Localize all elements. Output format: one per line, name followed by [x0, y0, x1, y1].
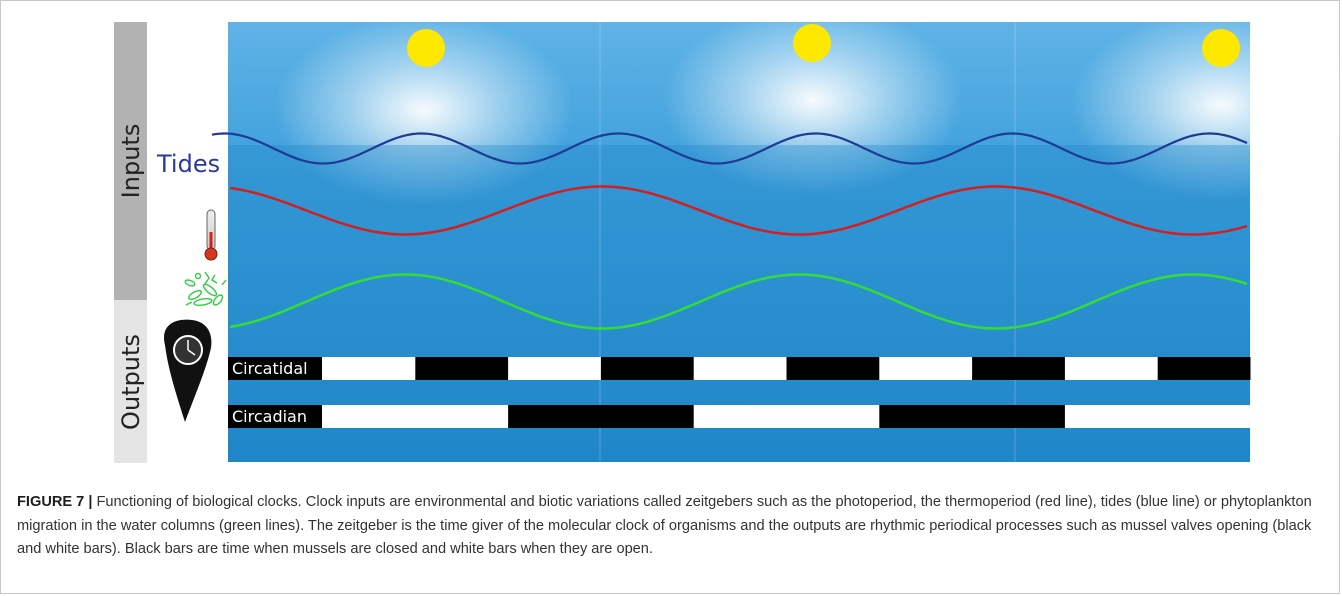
circadian-segment-closed	[878, 405, 1065, 428]
phytoplankton-line	[229, 273, 1248, 330]
sun-icon	[407, 29, 445, 67]
circadian-segment-open	[322, 405, 509, 428]
circatidal-segment-closed	[414, 357, 509, 380]
outputs-side-bar: Outputs	[114, 300, 147, 463]
mussel-clock-icon	[164, 319, 212, 422]
circatidal-segment-open	[878, 357, 973, 380]
sun-icon	[1202, 29, 1240, 67]
thermometer-icon	[204, 209, 218, 261]
figure-caption-text: Functioning of biological clocks. Clock …	[17, 494, 1312, 557]
circadian-segment-open	[1064, 405, 1251, 428]
circatidal-segment-open	[1064, 357, 1158, 380]
day-glow	[663, 5, 963, 195]
circatidal-segment-closed	[600, 357, 694, 380]
circadian-segment-closed	[507, 405, 694, 428]
circadian-bar: Circadian	[228, 405, 1251, 428]
circadian-segment-open	[693, 405, 880, 428]
circatidal-label-box	[228, 357, 322, 380]
day-glow	[1071, 10, 1342, 200]
circatidal-segment-open	[693, 357, 787, 380]
thermoperiod-line	[229, 185, 1248, 236]
circadian-label-box	[228, 405, 322, 428]
tides-line	[211, 132, 1248, 165]
tides-label: Tides	[157, 150, 221, 178]
phytoplankton-icon	[184, 271, 227, 307]
circadian-label: Circadian	[232, 407, 307, 426]
circatidal-segment-closed	[1157, 357, 1251, 380]
circatidal-segment-closed	[971, 357, 1065, 380]
circatidal-segment-open	[322, 357, 416, 380]
figure-caption: FIGURE 7 | Functioning of biological clo…	[17, 491, 1322, 562]
circatidal-segment-open	[507, 357, 601, 380]
circatidal-segment-closed	[786, 357, 880, 380]
circatidal-bar: Circatidal	[228, 357, 1251, 380]
inputs-side-bar: Inputs	[114, 22, 147, 300]
circatidal-label: Circatidal	[232, 359, 308, 378]
sun-icon	[793, 24, 831, 62]
figure-caption-lead: FIGURE 7 |	[17, 494, 93, 510]
